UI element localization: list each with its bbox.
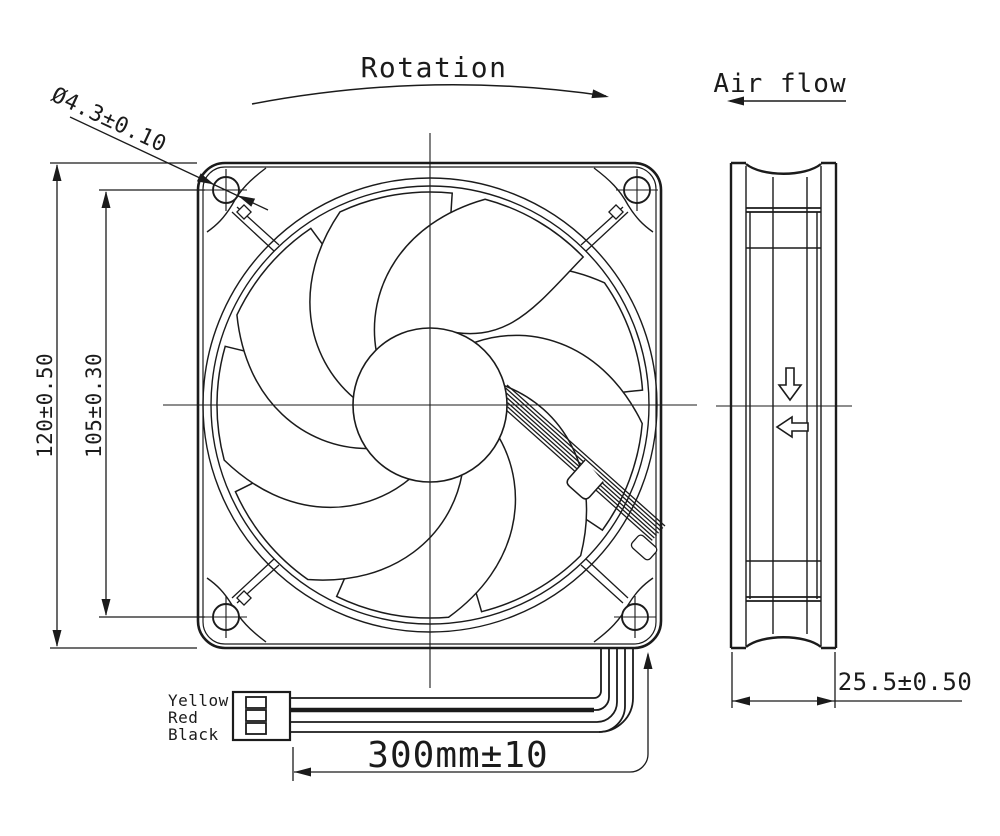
wire-clip	[566, 459, 604, 500]
airflow-label: Air flow	[713, 69, 846, 99]
side-flange-edges	[731, 161, 836, 650]
wire-label-yellow: Yellow	[168, 691, 229, 710]
thickness-dimension-lines	[731, 652, 962, 708]
wire-connector	[231, 690, 292, 742]
impeller-blades	[216, 191, 644, 619]
corner-web-top-left	[206, 167, 267, 233]
drawing-text: Rotation Air flow Ø4.3±0.10 120±0.50 105…	[33, 51, 972, 776]
wire-length-dimension-label: 300mm±10	[367, 735, 548, 776]
connector-pin	[245, 722, 267, 735]
connector-pin	[245, 696, 267, 709]
side-rim-bands	[746, 207, 821, 602]
hole-spacing-dimension-lines	[99, 189, 205, 618]
hole-spacing-dimension-label: 105±0.30	[82, 353, 106, 458]
rotation-label: Rotation	[361, 51, 508, 84]
rotation-arrow-icon	[591, 89, 610, 102]
wire-label-black: Black	[168, 725, 219, 744]
dim-arrow-icon	[101, 191, 111, 208]
down-flow-arrow-icon	[777, 367, 803, 402]
front-view-centerlines	[163, 133, 697, 688]
dim-arrow-icon	[733, 696, 750, 706]
connector-pin	[245, 709, 267, 722]
corner-web-top-right	[593, 167, 654, 233]
thickness-dimension-label: 25.5±0.50	[838, 668, 973, 696]
wire-bundle	[505, 384, 666, 561]
side-inlet-curve-top	[745, 163, 822, 175]
side-flow-arrows	[775, 367, 809, 439]
dim-arrow-icon	[294, 767, 311, 777]
dim-arrow-icon	[817, 696, 834, 706]
fan-side-view	[716, 161, 852, 650]
side-inlet-curve-bottom	[745, 636, 822, 648]
rotation-arc	[251, 83, 607, 105]
fan-front-view	[163, 133, 697, 742]
dim-arrow-icon	[643, 652, 653, 669]
frame-size-dimension-label: 120±0.50	[33, 353, 57, 458]
wire-length-dimension-lines	[292, 654, 649, 781]
dim-arrow-icon	[52, 630, 62, 647]
lead-wires	[290, 647, 634, 733]
corner-ribs	[231, 204, 629, 606]
left-flow-arrow-icon	[775, 415, 809, 439]
dim-arrow-icon	[101, 599, 111, 616]
dim-arrow-icon	[52, 164, 62, 181]
frame-size-dimension-lines	[50, 162, 197, 649]
wire-label-red: Red	[168, 708, 198, 727]
annotations	[50, 83, 962, 781]
fan-blade	[373, 198, 585, 352]
wire-exit-notch	[630, 534, 658, 561]
mount-hole-dimension-label: Ø4.3±0.10	[47, 83, 170, 158]
